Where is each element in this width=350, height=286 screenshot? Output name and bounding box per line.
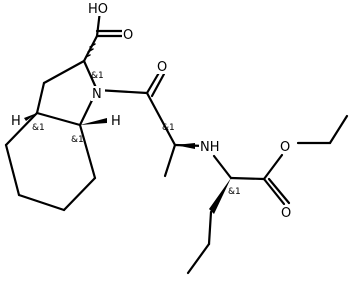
- atom-carbonyl-o-acid: O: [123, 28, 133, 43]
- bond-amide-c-alpha: [145, 91, 177, 147]
- bond-c2-n: [82, 59, 99, 92]
- atom-ring-n: N: [92, 87, 102, 102]
- bond-c2-c3: [42, 59, 86, 85]
- bond-c3-c3a: [35, 81, 46, 115]
- bond-c7-c7a: [78, 123, 97, 180]
- stereo-bonds: [24, 43, 231, 214]
- atom-amine-nh: NH: [200, 140, 220, 155]
- wedge-c3a-h: [24, 113, 37, 121]
- bond-n-amide-c: [95, 88, 149, 95]
- stereo-label-nva-alpha: &1: [228, 187, 241, 197]
- atom-ester-o-single: O: [280, 140, 290, 155]
- atom-h-right: H: [111, 114, 121, 129]
- wedge-nva-alpha: [209, 178, 231, 214]
- wedge-c7a-h: [80, 118, 107, 125]
- bond-alpha-methyl: [163, 143, 177, 178]
- stereo-label-c2: &1: [91, 71, 104, 81]
- stereo-label-c3a: &1: [32, 123, 45, 133]
- bond-c3a-c4: [4, 111, 39, 147]
- atom-carbonyl-o-amide: O: [157, 60, 167, 75]
- stereo-label-ala-alpha: &1: [162, 123, 175, 133]
- bond-c4-c5: [4, 143, 21, 197]
- bond-nva-alpha-ester-c: [229, 176, 266, 181]
- hash-c2-acid: [85, 43, 96, 58]
- bond-ester-c-o-double: [262, 177, 286, 206]
- bond-ester-c-o-single: [262, 153, 284, 181]
- bond-ch2-ch3: [328, 114, 349, 145]
- bond-amide-c-o-1: [145, 69, 162, 95]
- bond-ester-c-o-double-2: [267, 177, 291, 205]
- atom-h-left: H: [11, 114, 21, 129]
- bond-c6-c7: [62, 176, 97, 212]
- bond-c3a-c7a: [35, 111, 82, 127]
- bonds: [4, 9, 349, 275]
- stereo-labels: &1 &1 &1 &1 &1: [32, 71, 241, 197]
- bond-propyl-2: [207, 210, 213, 246]
- stereo-label-c7a: &1: [71, 135, 84, 145]
- bond-nh-nva-alpha: [212, 154, 233, 180]
- atom-ester-o-double: O: [281, 206, 291, 221]
- bond-propyl-3: [186, 242, 211, 275]
- atom-labels: HO O O N NH O O H H: [11, 0, 294, 221]
- atom-oh: HO: [88, 2, 108, 17]
- bond-c5-c6: [17, 193, 66, 212]
- wedge-ala-alpha: [175, 143, 195, 149]
- bond-amide-c-o-2: [150, 72, 166, 98]
